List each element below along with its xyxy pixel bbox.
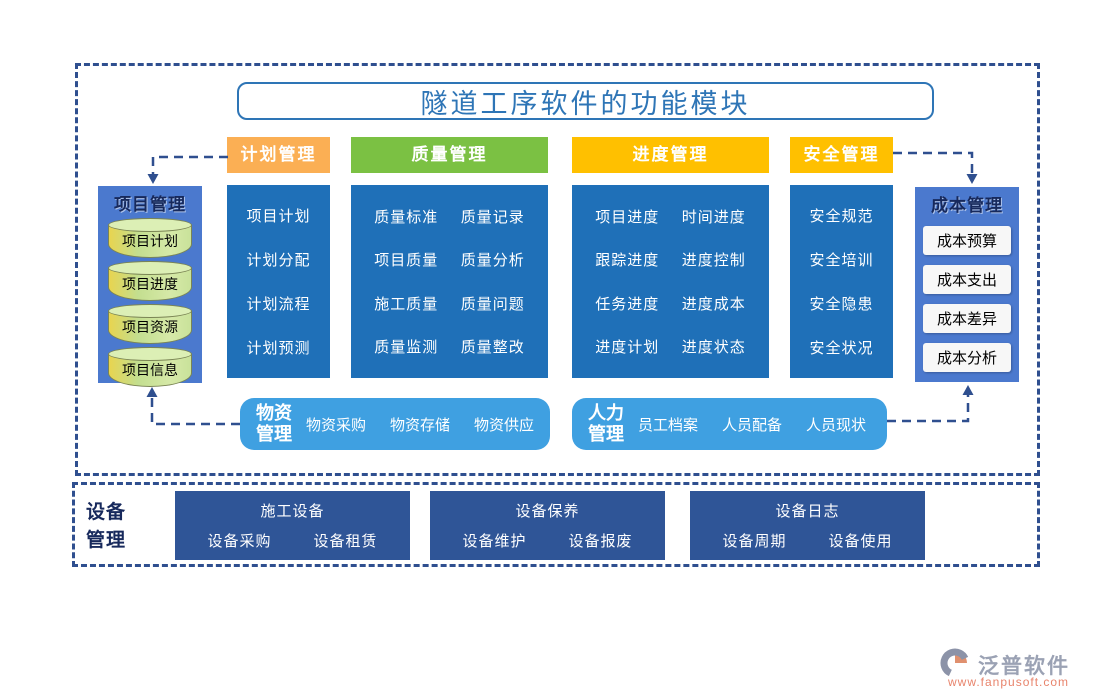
safety-item: 安全规范 [809, 207, 874, 225]
diagram-title: 隧道工序软件的功能模块 [420, 88, 751, 120]
material-item: 物资供应 [474, 416, 535, 434]
equipment-item: 设备报废 [568, 533, 633, 550]
material-management-bar: 物资管理 物资采购 物资存储 物资供应 [240, 398, 550, 450]
safety-item: 安全培训 [809, 251, 874, 269]
progress-item: 进度成本 [681, 295, 746, 313]
hr-management-bar: 人力管理 员工档案 人员配备 人员现状 [572, 398, 887, 450]
quality-item: 项目质量 [374, 252, 439, 270]
cost-management-title: 成本管理 [931, 196, 1003, 215]
header-progress-management: 进度管理 [572, 137, 769, 173]
cost-management-box: 成本管理 成本预算 成本支出 成本差异 成本分析 [915, 187, 1019, 382]
database-cylinder-icon: 项目资源 [108, 304, 192, 344]
progress-item: 进度状态 [681, 338, 746, 356]
fanpu-logo: 泛普软件 www.fanpusoft.com [938, 648, 1094, 692]
plan-item: 计划流程 [246, 296, 311, 314]
database-cylinder-icon: 项目信息 [108, 347, 192, 387]
quality-item: 质量标准 [374, 209, 439, 227]
project-item: 项目进度 [122, 276, 178, 292]
equipment-dashed-frame [72, 482, 1040, 567]
material-item: 物资采购 [306, 416, 367, 434]
equipment-management-label: 设备管理 [86, 502, 127, 551]
database-cylinder-icon: 项目计划 [108, 218, 192, 258]
main-dashed-frame [75, 63, 1040, 476]
quality-item: 质量整改 [460, 338, 525, 356]
equipment-group-construction: 施工设备 设备采购 设备租赁 [175, 491, 410, 560]
hr-item: 员工档案 [638, 416, 699, 434]
equipment-group-title: 设备保养 [515, 503, 580, 520]
quality-item: 质量问题 [460, 295, 525, 313]
project-item: 项目信息 [122, 362, 178, 378]
progress-item: 时间进度 [681, 209, 746, 227]
cost-item: 成本差异 [923, 304, 1011, 333]
equipment-group-log: 设备日志 设备周期 设备使用 [690, 491, 925, 560]
fanpu-logo-url: www.fanpusoft.com [948, 675, 1070, 689]
equipment-group-title: 施工设备 [260, 503, 325, 520]
quality-item: 施工质量 [374, 295, 439, 313]
header-plan-management: 计划管理 [227, 137, 330, 173]
hr-management-title: 人力管理 [588, 403, 624, 444]
equipment-item: 设备使用 [828, 533, 893, 550]
project-management-box: 项目管理 项目计划 项目进度 项目资源 项目信息 [98, 186, 202, 387]
fanpu-logo-name: 泛普软件 [978, 655, 1070, 678]
progress-management-column: 项目进度 时间进度 跟踪进度 进度控制 任务进度 进度成本 进度计划 进度状态 [572, 185, 769, 378]
progress-item: 进度计划 [595, 338, 660, 356]
cost-item: 成本预算 [923, 226, 1011, 255]
project-item: 项目计划 [122, 233, 178, 249]
database-cylinder-icon: 项目进度 [108, 261, 192, 301]
plan-item: 计划预测 [246, 340, 311, 358]
cost-item: 成本支出 [923, 265, 1011, 294]
plan-item: 计划分配 [246, 251, 311, 269]
progress-item: 任务进度 [595, 295, 660, 313]
hr-item: 人员配备 [722, 416, 783, 434]
plan-item: 项目计划 [246, 207, 311, 225]
equipment-group-title: 设备日志 [775, 503, 840, 520]
material-item: 物资存储 [390, 416, 451, 434]
diagram-title-box: 隧道工序软件的功能模块 [237, 82, 934, 120]
equipment-group-maintenance: 设备保养 设备维护 设备报废 [430, 491, 665, 560]
progress-item: 跟踪进度 [595, 252, 660, 270]
safety-management-column: 安全规范 安全培训 安全隐患 安全状况 [790, 185, 893, 378]
safety-item: 安全隐患 [809, 296, 874, 314]
cost-item: 成本分析 [923, 343, 1011, 372]
equipment-item: 设备周期 [722, 533, 787, 550]
safety-item: 安全状况 [809, 340, 874, 358]
fanpu-logo-icon [940, 648, 970, 678]
quality-management-column: 质量标准 质量记录 项目质量 质量分析 施工质量 质量问题 质量监测 质量整改 [351, 185, 548, 378]
quality-item: 质量分析 [460, 252, 525, 270]
material-management-title: 物资管理 [256, 403, 292, 444]
hr-item: 人员现状 [806, 416, 867, 434]
equipment-item: 设备租赁 [313, 533, 378, 550]
progress-item: 进度控制 [681, 252, 746, 270]
plan-management-column: 项目计划 计划分配 计划流程 计划预测 [227, 185, 330, 378]
progress-item: 项目进度 [595, 209, 660, 227]
equipment-item: 设备采购 [207, 533, 272, 550]
quality-item: 质量记录 [460, 209, 525, 227]
equipment-item: 设备维护 [462, 533, 527, 550]
header-quality-management: 质量管理 [351, 137, 548, 173]
project-management-title: 项目管理 [114, 195, 186, 214]
quality-item: 质量监测 [374, 338, 439, 356]
project-item: 项目资源 [122, 319, 178, 335]
header-safety-management: 安全管理 [790, 137, 893, 173]
